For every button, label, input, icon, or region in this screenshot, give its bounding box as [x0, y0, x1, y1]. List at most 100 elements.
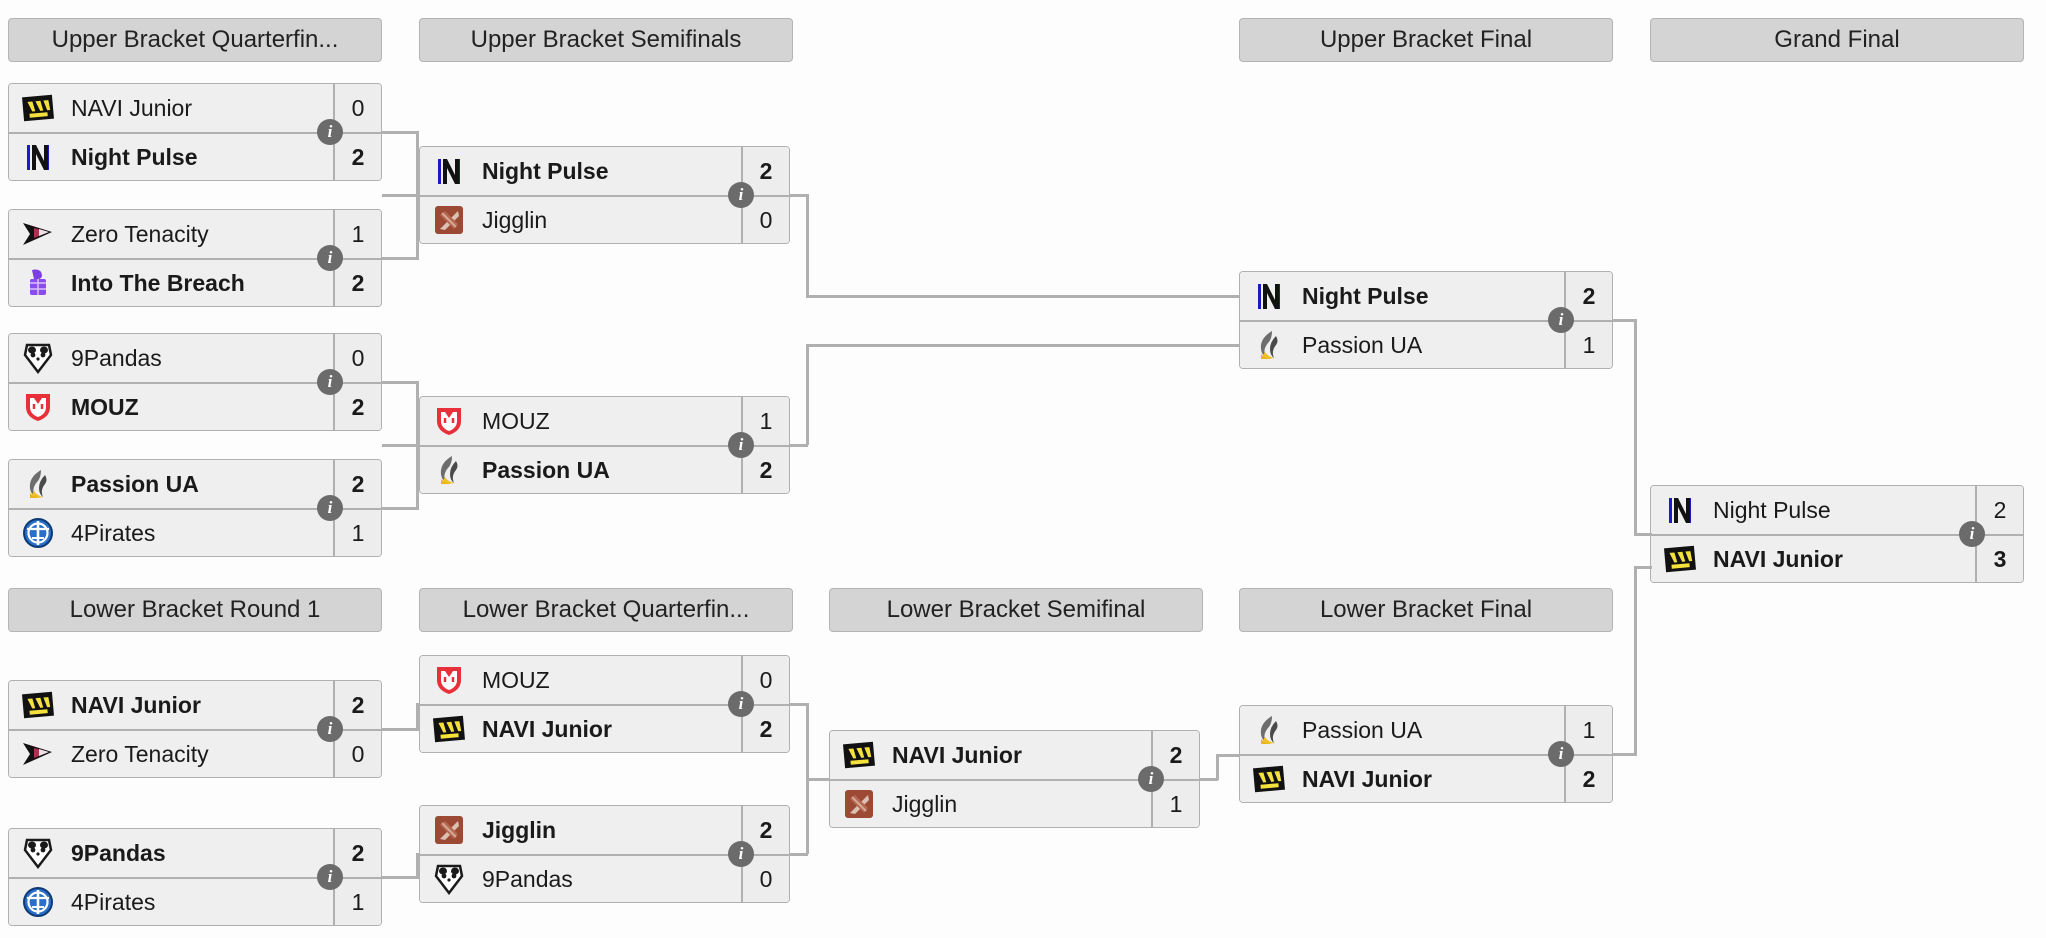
- team-name: NAVI Junior: [482, 715, 612, 742]
- night-pulse-logo-icon: [15, 134, 61, 180]
- team-score: 2: [1564, 272, 1612, 320]
- navi-junior-logo-icon: [1246, 756, 1292, 802]
- bracket-connector: [382, 507, 419, 510]
- team-score: 1: [741, 397, 789, 445]
- bracket-connector: [806, 703, 809, 779]
- team-name: Passion UA: [71, 470, 199, 497]
- team-score: 2: [1975, 486, 2023, 534]
- team-row[interactable]: Into The Breach 2: [9, 258, 381, 306]
- bracket-connector: [806, 344, 809, 445]
- team-row[interactable]: 9Pandas 0: [9, 334, 381, 382]
- team-name: Passion UA: [1302, 716, 1423, 743]
- team-name: NAVI Junior: [1713, 545, 1843, 572]
- team-name: Night Pulse: [71, 143, 198, 170]
- team-name: 9Pandas: [71, 839, 166, 866]
- match-info-icon[interactable]: i: [317, 119, 343, 145]
- team-score: 2: [1564, 756, 1612, 802]
- match-info-icon[interactable]: i: [1138, 766, 1164, 792]
- 4pirates-logo-icon: [15, 510, 61, 556]
- team-score: 0: [333, 84, 381, 132]
- team-name: 9Pandas: [482, 865, 573, 892]
- match-info-icon[interactable]: i: [1959, 521, 1985, 547]
- navi-junior-logo-icon: [15, 84, 61, 132]
- team-row[interactable]: NAVI Junior 3: [1651, 534, 2023, 582]
- bracket-connector: [382, 728, 419, 731]
- bracket-connector: [416, 131, 419, 196]
- match-info-icon[interactable]: i: [728, 182, 754, 208]
- match-info-icon[interactable]: i: [317, 864, 343, 890]
- bracket-connector: [382, 876, 419, 879]
- navi-junior-logo-icon: [426, 706, 472, 752]
- team-score: 2: [333, 384, 381, 430]
- passion-ua-logo-icon: [1246, 322, 1292, 368]
- 9pandas-logo-icon: [426, 856, 472, 902]
- match-info-icon[interactable]: i: [1548, 307, 1574, 333]
- team-name: 9Pandas: [71, 344, 162, 371]
- match-info-icon[interactable]: i: [317, 716, 343, 742]
- mouz-logo-icon: [15, 384, 61, 430]
- team-name: NAVI Junior: [71, 94, 193, 121]
- bracket-connector: [806, 778, 809, 854]
- match-info-icon[interactable]: i: [728, 432, 754, 458]
- match-info-icon[interactable]: i: [728, 691, 754, 717]
- bracket-connector: [416, 703, 419, 730]
- mouz-logo-icon: [426, 656, 472, 704]
- bracket-connector: [806, 778, 829, 781]
- bracket-connector: [382, 194, 419, 197]
- passion-ua-logo-icon: [15, 460, 61, 508]
- team-name: NAVI Junior: [71, 691, 201, 718]
- round-header-ubf: Upper Bracket Final: [1239, 18, 1613, 62]
- passion-ua-logo-icon: [426, 447, 472, 493]
- team-score: 2: [333, 829, 381, 877]
- team-name: Into The Breach: [71, 269, 245, 296]
- into-the-breach-logo-icon: [15, 260, 61, 306]
- team-score: 0: [333, 334, 381, 382]
- team-score: 1: [333, 210, 381, 258]
- match-info-icon[interactable]: i: [317, 369, 343, 395]
- 9pandas-logo-icon: [15, 829, 61, 877]
- bracket-connector: [416, 381, 419, 445]
- zero-tenacity-logo-icon: [15, 210, 61, 258]
- match-info-icon[interactable]: i: [317, 495, 343, 521]
- match-info-icon[interactable]: i: [728, 841, 754, 867]
- round-header-lbf: Lower Bracket Final: [1239, 588, 1613, 632]
- team-name: Jigglin: [482, 816, 557, 843]
- team-score: 3: [1975, 536, 2023, 582]
- match-info-icon[interactable]: i: [1548, 741, 1574, 767]
- match-info-icon[interactable]: i: [317, 245, 343, 271]
- bracket-connector: [416, 853, 419, 878]
- team-name: NAVI Junior: [892, 741, 1022, 768]
- round-header-lbsf: Lower Bracket Semifinal: [829, 588, 1203, 632]
- team-score: 2: [333, 260, 381, 306]
- navi-junior-logo-icon: [836, 731, 882, 779]
- team-name: Night Pulse: [482, 157, 609, 184]
